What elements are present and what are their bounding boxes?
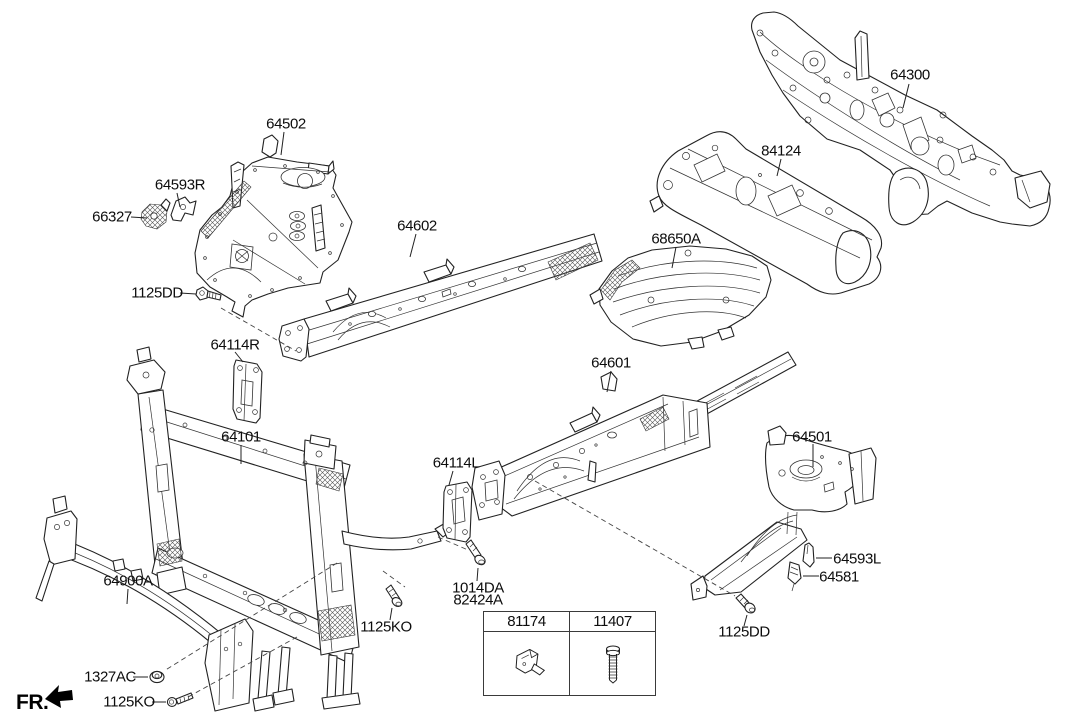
flange-bolt-icon	[605, 645, 620, 684]
part-64501-apron-lh	[690, 425, 877, 601]
callout-64502: 64502	[266, 115, 306, 133]
callout-64114l: 64114L	[432, 454, 480, 472]
callout-1014da: 1014DA	[452, 579, 504, 597]
callout-64593r: 64593R	[154, 176, 206, 194]
callout-82424a: 82424A	[453, 591, 503, 608]
fr-direction-indicator: FR.	[16, 691, 49, 714]
fr-arrow-icon	[45, 685, 73, 708]
part-64900a-bumper-beam	[35, 495, 295, 712]
callout-64581: 64581	[819, 568, 859, 586]
callout-64300: 64300	[890, 66, 930, 84]
retainer-clip-icon	[515, 648, 545, 676]
projection-lines	[163, 307, 736, 698]
callout-1014da-82424a: 1014DA 82424A	[452, 579, 504, 608]
part-64601-side-member-lh	[471, 351, 797, 521]
part-64602-side-member-rh	[278, 233, 603, 362]
leader-lines	[126, 83, 910, 703]
callout-66327: 66327	[92, 208, 132, 226]
callout-1125ko-mid: 1125KO	[360, 618, 412, 636]
part-64114l-plate	[442, 481, 473, 543]
callout-64601: 64601	[591, 354, 631, 372]
fastener-column-header-81174: 81174	[507, 613, 546, 630]
bolt-1125ko-bottom	[166, 692, 194, 707]
fastener-table-header: 81174 11407	[484, 612, 655, 632]
part-66327-bracket	[140, 198, 171, 230]
fastener-table-body	[484, 632, 655, 695]
part-64114r-plate	[232, 359, 263, 424]
bolt-1125ko-mid	[385, 584, 403, 607]
part-64502-apron-rh	[194, 134, 353, 318]
callout-64501: 64501	[792, 428, 832, 446]
bolt-1125dd-left	[195, 286, 222, 301]
fastener-cell-81174	[484, 632, 569, 695]
nut-1327ac	[149, 670, 165, 684]
callout-1125ko-bottom: 1125KO	[103, 693, 155, 711]
bolt-1125dd-right	[735, 593, 756, 614]
part-64581-bracket	[787, 561, 802, 592]
part-68650a-heat-protector	[589, 245, 772, 350]
part-84124-insulator	[649, 131, 883, 295]
bolt-1014da	[465, 539, 486, 566]
callout-84124: 84124	[761, 142, 801, 160]
fastener-cell-11407	[569, 632, 655, 695]
callout-1327ac: 1327AC	[84, 668, 136, 686]
part-64300-dash-panel	[751, 11, 1051, 227]
part-64593r-bracket	[170, 196, 197, 222]
fastener-column-header-11407: 11407	[569, 612, 655, 631]
callout-1125dd-left: 1125DD	[131, 284, 183, 302]
callout-64593l: 64593L	[833, 550, 881, 568]
callout-68650a: 68650A	[651, 230, 701, 248]
callout-64900a: 64900A	[103, 572, 153, 590]
part-64101-radiator-support	[126, 346, 453, 710]
callout-1125dd-right: 1125DD	[718, 623, 770, 641]
part-64593l-bracket	[802, 542, 815, 568]
callout-64602: 64602	[397, 217, 437, 235]
callout-64114r: 64114R	[210, 336, 260, 354]
fastener-table: 81174 11407	[483, 611, 656, 696]
callout-64101: 64101	[221, 428, 261, 446]
